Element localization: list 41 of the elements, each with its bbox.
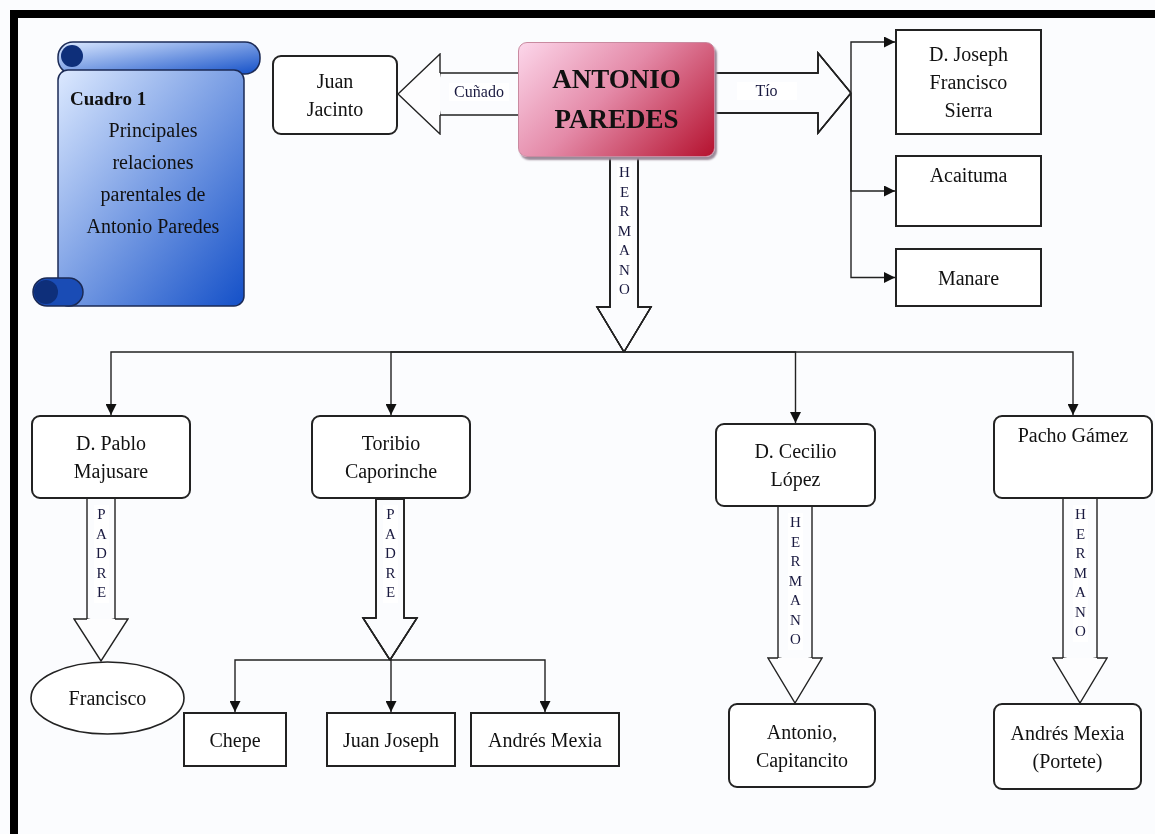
caption-heading: Cuadro 1 bbox=[70, 87, 147, 111]
person-box bbox=[31, 415, 191, 499]
person-box bbox=[311, 415, 471, 499]
person-name: Acaituma bbox=[929, 163, 1008, 188]
person-box bbox=[895, 248, 1042, 307]
block-arrow bbox=[714, 51, 896, 283]
person-box bbox=[728, 703, 876, 788]
edge-label: HERMANO bbox=[617, 163, 632, 300]
person-name: Antonio, Capitancito bbox=[754, 719, 850, 774]
person-name: Chepe bbox=[209, 727, 261, 754]
person-box bbox=[715, 423, 876, 507]
person-ellipse bbox=[30, 661, 185, 735]
person-box bbox=[993, 703, 1142, 790]
caption-text: Principales relaciones parentales de Antonio Paredes bbox=[85, 118, 221, 240]
person-name: Francisco bbox=[68, 686, 147, 711]
edge-label: Cuñado bbox=[449, 83, 509, 102]
person-box bbox=[895, 155, 1042, 227]
block-arrow bbox=[361, 498, 551, 713]
person-box bbox=[895, 29, 1042, 135]
person-name: D. Joseph Francisco Sierra bbox=[928, 42, 1009, 123]
edge-label: HERMANO bbox=[788, 513, 803, 650]
root-person-name: ANTONIO PAREDES bbox=[551, 63, 682, 136]
person-name: Pacho Gámez bbox=[1017, 423, 1129, 448]
person-box bbox=[470, 712, 620, 767]
person-name: Toribio Caporinche bbox=[343, 431, 439, 485]
person-name: Andrés Mexia bbox=[488, 727, 602, 753]
edge-label: PADRE bbox=[94, 505, 109, 603]
person-name: Manare bbox=[937, 265, 1000, 291]
edge-label: PADRE bbox=[383, 505, 398, 603]
person-box bbox=[993, 415, 1153, 499]
edge-label: Tío bbox=[736, 82, 797, 101]
person-name: Juan Joseph bbox=[342, 727, 440, 754]
person-box bbox=[183, 712, 287, 767]
person-name: Andrés Mexia (Portete) bbox=[1009, 720, 1126, 775]
person-box bbox=[272, 55, 398, 135]
person-name: D. Cecilio López bbox=[753, 439, 838, 493]
person-name: D. Pablo Majusare bbox=[72, 431, 150, 485]
highlighted-person-box bbox=[518, 42, 715, 157]
edge-label: HERMANO bbox=[1073, 505, 1088, 642]
person-name: Juan Jacinto bbox=[305, 69, 365, 122]
person-box bbox=[326, 712, 456, 767]
